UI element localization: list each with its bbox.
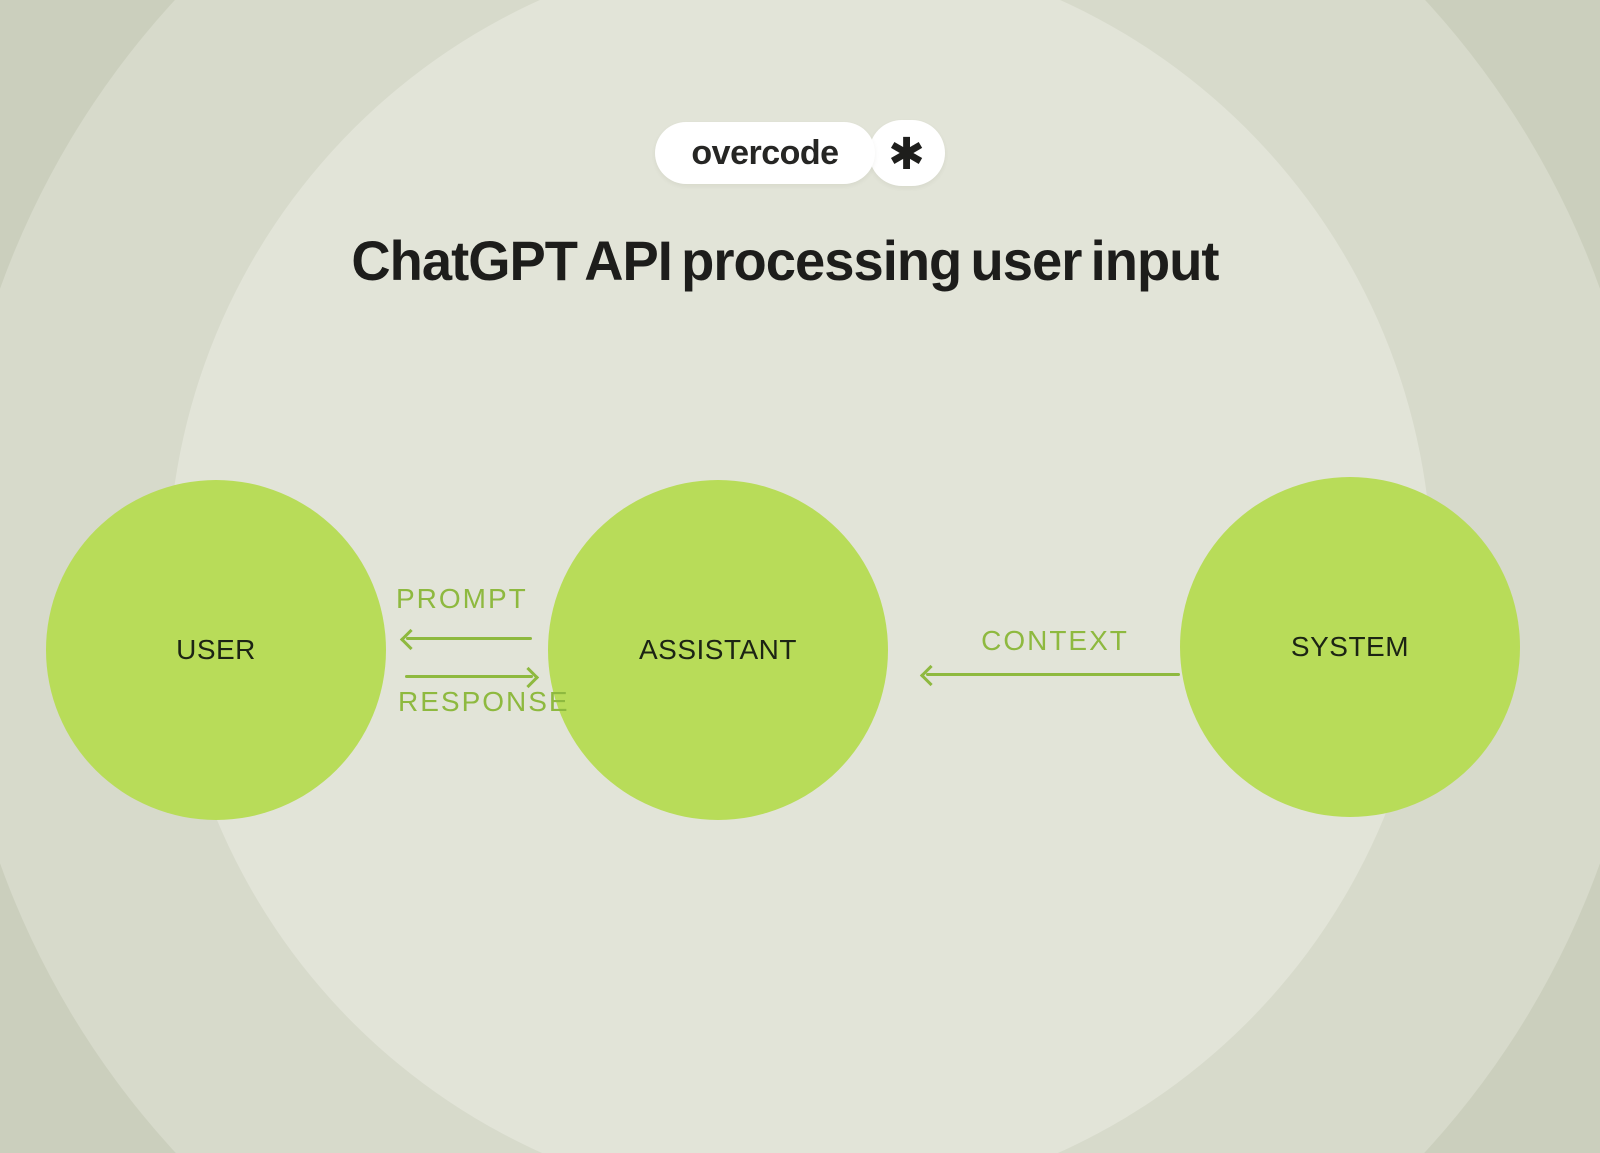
edge-label-context: CONTEXT	[981, 625, 1129, 656]
context-arrow-left-icon	[919, 664, 1180, 687]
arrow-line	[406, 637, 532, 640]
node-user: USER	[46, 480, 386, 820]
arrow-line	[405, 675, 533, 678]
response-arrow-right-icon	[405, 666, 540, 689]
arrowhead-left	[399, 628, 422, 651]
prompt-arrow-left-icon	[399, 628, 532, 651]
logo-group: overcode ✱	[0, 120, 1600, 186]
node-assistant: ASSISTANT	[548, 480, 888, 820]
arrowhead-right	[517, 666, 540, 689]
node-user-label: USER	[176, 634, 256, 665]
node-assistant-label: ASSISTANT	[638, 634, 797, 665]
diagram-title: ChatGPT API processing user input	[351, 229, 1219, 292]
arrowhead-left	[919, 664, 942, 687]
node-system: SYSTEM	[1180, 477, 1520, 817]
edge-label-prompt: PROMPT	[396, 583, 528, 614]
asterisk-icon: ✱	[888, 130, 926, 179]
logo-asterisk-badge: ✱	[868, 120, 945, 186]
arrow-line	[926, 673, 1180, 676]
node-system-label: SYSTEM	[1290, 631, 1410, 662]
logo-wordmark: overcode	[655, 122, 875, 184]
edge-label-response: RESPONSE	[398, 686, 570, 717]
